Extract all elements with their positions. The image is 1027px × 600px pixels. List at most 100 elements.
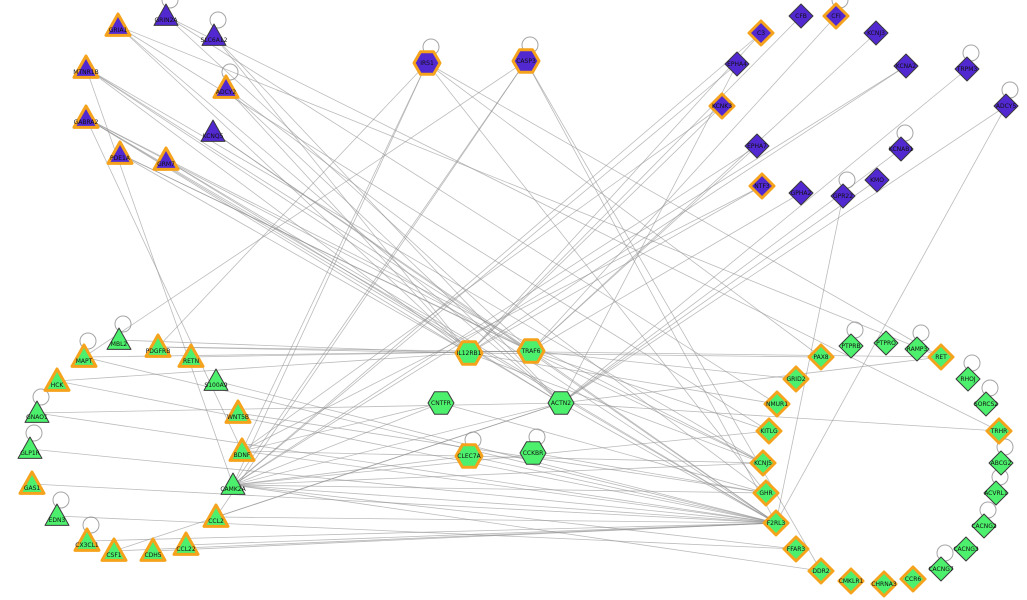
edge xyxy=(241,185,763,452)
node-pax8[interactable]: PAX8 xyxy=(807,343,835,371)
node-wnt5b[interactable]: WNT5B xyxy=(224,399,252,424)
node-gpr22[interactable]: GPR22 xyxy=(830,183,856,209)
node-irs1[interactable]: IRS1 xyxy=(412,50,442,76)
node-grin2a[interactable]: GRIN2A xyxy=(153,3,179,26)
node-kcna2[interactable]: KCNA2 xyxy=(893,53,919,79)
node-kcnab1[interactable]: KCNAB1 xyxy=(888,136,914,162)
hexagon-node-shape xyxy=(511,48,541,74)
node-kitlg[interactable]: KITLG xyxy=(755,417,783,445)
node-cacng3[interactable]: CACNG3 xyxy=(953,536,979,562)
hexagon-node-shape xyxy=(516,338,546,364)
triangle-node-shape xyxy=(224,399,252,424)
node-gabra2[interactable]: GABRA2 xyxy=(72,104,100,129)
node-clec7a[interactable]: CLEC7A xyxy=(454,443,484,469)
node-adcy5[interactable]: ADCY5 xyxy=(993,93,1019,119)
node-csf1[interactable]: CSF1 xyxy=(100,537,128,562)
edge xyxy=(468,105,723,354)
diamond-node-shape xyxy=(782,365,810,393)
node-ccl2[interactable]: CCL2 xyxy=(202,503,230,528)
node-cckbr[interactable]: CCKBR xyxy=(519,441,547,465)
node-ramp3[interactable]: RAMP3 xyxy=(904,336,930,362)
node-gas1[interactable]: GAS1 xyxy=(18,470,46,495)
diamond-node-shape xyxy=(893,53,919,79)
node-slc6a12[interactable]: SLC6A12 xyxy=(201,23,228,46)
diamond-node-shape xyxy=(955,366,981,392)
edge xyxy=(232,484,797,550)
node-sorcs2[interactable]: SORCS2 xyxy=(973,391,999,417)
node-kmo[interactable]: KMO xyxy=(864,167,890,193)
edge xyxy=(232,62,428,486)
node-kcnj5[interactable]: KCNJ5 xyxy=(749,449,777,477)
diamond-node-shape xyxy=(899,565,927,593)
node-cfi[interactable]: CFI xyxy=(822,2,850,30)
edge xyxy=(530,350,797,380)
node-gria1[interactable]: GRIA1 xyxy=(104,12,132,37)
edge xyxy=(775,105,1007,524)
edge xyxy=(36,412,777,524)
node-trpm3[interactable]: TRPM3 xyxy=(954,56,980,82)
node-ptprb[interactable]: PTPRB xyxy=(838,333,864,359)
triangle-node-shape xyxy=(18,470,46,495)
node-rhoj[interactable]: RHOJ xyxy=(955,366,981,392)
node-s100a9[interactable]: S100A9 xyxy=(203,368,229,391)
node-cacng2[interactable]: CACNG2 xyxy=(971,513,997,539)
node-abcg2[interactable]: ABCG2 xyxy=(988,450,1014,476)
triangle-node-shape xyxy=(172,531,200,556)
triangle-node-shape xyxy=(106,327,132,350)
edge xyxy=(117,25,942,358)
node-ddr2[interactable]: DDR2 xyxy=(807,557,835,585)
edge xyxy=(29,448,777,524)
diamond-node-shape xyxy=(985,417,1013,445)
diamond-node-shape xyxy=(904,336,930,362)
node-cntfr[interactable]: CNTFR xyxy=(427,391,455,415)
diamond-node-shape xyxy=(788,3,814,29)
node-ret[interactable]: RET xyxy=(927,343,955,371)
node-hck[interactable]: HCK xyxy=(43,367,71,392)
node-mtnr1b[interactable]: MTNR1B xyxy=(72,54,100,79)
node-gpha2[interactable]: GPHA2 xyxy=(788,180,814,206)
hexagon-node-shape xyxy=(454,443,484,469)
triangle-node-shape xyxy=(24,400,50,423)
node-ffar3[interactable]: FFAR3 xyxy=(782,535,810,563)
node-kcnj3[interactable]: KCNJ3 xyxy=(863,20,889,46)
node-pde1a[interactable]: PDE1A xyxy=(106,140,134,165)
node-grm7[interactable]: GRM7 xyxy=(152,146,180,171)
triangle-node-shape xyxy=(100,537,128,562)
node-ghr[interactable]: GHR xyxy=(752,479,780,507)
node-cmklr1[interactable]: CMKLR1 xyxy=(837,567,865,595)
edge xyxy=(56,380,777,524)
triangle-node-shape xyxy=(202,503,230,528)
node-nmur1[interactable]: NMUR1 xyxy=(763,390,791,418)
diamond-node-shape xyxy=(807,343,835,371)
edge xyxy=(152,522,777,552)
node-ccr6[interactable]: CCR6 xyxy=(899,565,927,593)
node-ptpro[interactable]: PTPRO xyxy=(873,330,899,356)
triangle-node-shape xyxy=(152,146,180,171)
node-acvrl1[interactable]: ACVRL1 xyxy=(983,480,1009,506)
node-c3[interactable]: C3 xyxy=(747,19,775,47)
node-kcnq5[interactable]: KCNQ5 xyxy=(200,119,226,142)
diamond-node-shape xyxy=(870,570,898,598)
edge xyxy=(83,356,777,524)
edge xyxy=(113,402,562,552)
node-chrna3[interactable]: CHRNA3 xyxy=(870,570,898,598)
edge xyxy=(85,67,234,486)
triangle-node-shape xyxy=(228,437,256,462)
self-loop-edge xyxy=(32,388,50,406)
node-casp3[interactable]: CASP3 xyxy=(511,48,541,74)
edge xyxy=(85,67,470,354)
node-il12rb1[interactable]: IL12RB1 xyxy=(454,340,484,366)
node-ccl22[interactable]: CCL22 xyxy=(172,531,200,556)
edge xyxy=(232,402,442,486)
edge xyxy=(232,484,767,494)
node-epha7[interactable]: EPHA7 xyxy=(744,133,770,159)
node-traf6[interactable]: TRAF6 xyxy=(516,338,546,364)
node-cacng7[interactable]: CACNG7 xyxy=(928,556,954,582)
node-f2rl3[interactable]: F2RL3 xyxy=(762,509,790,537)
diamond-node-shape xyxy=(888,136,914,162)
edge xyxy=(232,60,527,486)
node-grid2[interactable]: GRID2 xyxy=(782,365,810,393)
edge xyxy=(36,402,562,414)
edge xyxy=(426,62,767,494)
node-ntf3[interactable]: NTF3 xyxy=(748,172,776,200)
